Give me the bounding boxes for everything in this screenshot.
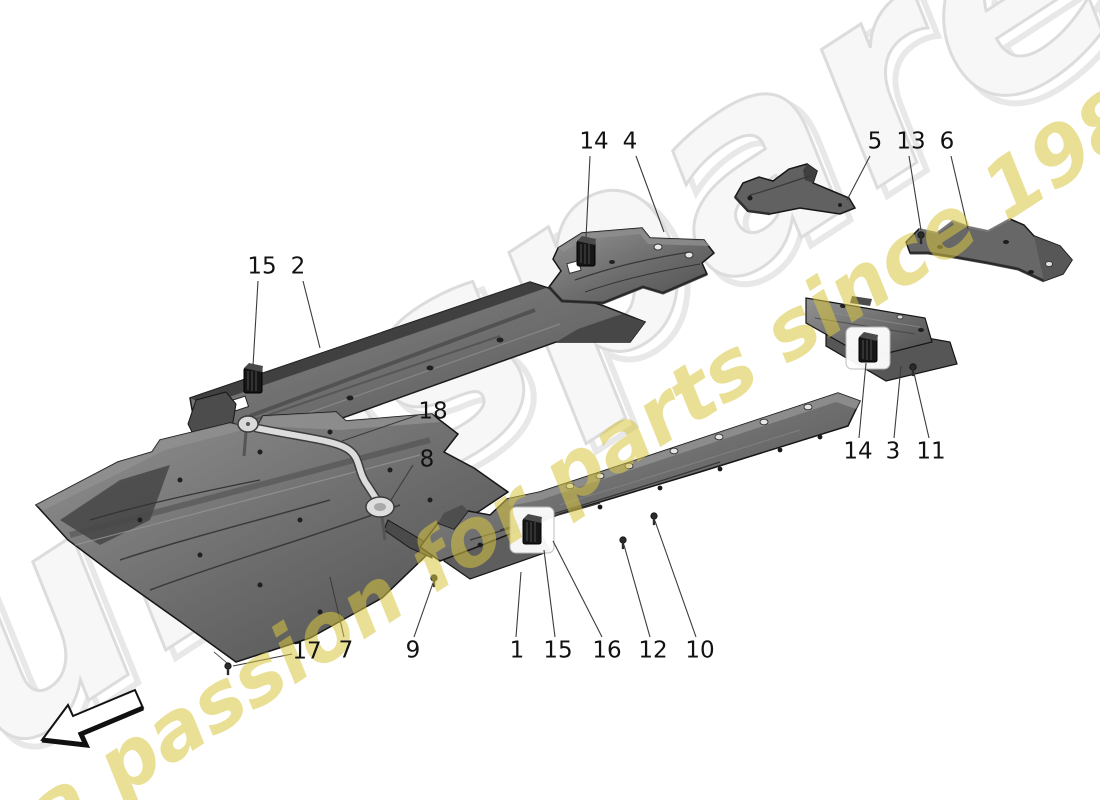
callout-label: 3 <box>885 438 901 465</box>
callout-label: 16 <box>592 637 622 664</box>
leader-line <box>858 362 867 439</box>
mounting-clip-14a <box>576 235 597 267</box>
leader-line <box>329 576 345 638</box>
leader-line <box>908 155 922 231</box>
leader-line <box>302 280 321 349</box>
rear-bracket-5 <box>734 163 857 216</box>
stay-bracket-rod-18 <box>237 415 395 541</box>
leader-lines <box>232 155 969 667</box>
leader-line <box>552 540 603 638</box>
callout-label: 8 <box>419 446 435 473</box>
leader-line <box>893 365 902 439</box>
direction-arrow <box>40 688 145 748</box>
screw-12 <box>619 536 627 550</box>
callout-label: 11 <box>916 438 946 465</box>
leader-line <box>654 520 697 638</box>
callout-label: 6 <box>939 128 955 155</box>
callout-label: 12 <box>638 637 668 664</box>
leader-line <box>232 653 293 667</box>
callout-label: 17 <box>292 638 322 665</box>
callout-label: 15 <box>247 253 277 280</box>
leader-line <box>390 464 414 501</box>
callout-label: 14 <box>843 438 873 465</box>
leader-line <box>635 155 665 233</box>
leader-line <box>252 280 259 367</box>
callout-label: 15 <box>543 637 573 664</box>
callout-label: 2 <box>290 253 306 280</box>
rear-bracket-6 <box>905 218 1073 283</box>
leader-line <box>623 544 651 638</box>
callout-label: 18 <box>418 398 448 425</box>
leader-line <box>515 571 522 638</box>
leader-line <box>341 414 419 442</box>
leader-line <box>846 155 871 201</box>
callout-label: 13 <box>896 128 926 155</box>
callout-label: 10 <box>685 637 715 664</box>
mounting-clip-15a <box>243 362 264 394</box>
rear-undertray-panel-3 <box>805 296 958 382</box>
callout-label: 4 <box>622 128 638 155</box>
sill-undertray-panel-2 <box>187 281 647 445</box>
leader-line <box>913 372 930 439</box>
callout-label: 14 <box>579 128 609 155</box>
callout-label: 9 <box>405 637 421 664</box>
leader-line <box>585 155 591 239</box>
callout-label: 5 <box>867 128 883 155</box>
leader-line <box>950 155 969 230</box>
callout-label: 7 <box>338 637 354 664</box>
leader-line <box>413 582 434 638</box>
callout-label: 1 <box>509 637 525 664</box>
leader-line <box>543 549 556 638</box>
